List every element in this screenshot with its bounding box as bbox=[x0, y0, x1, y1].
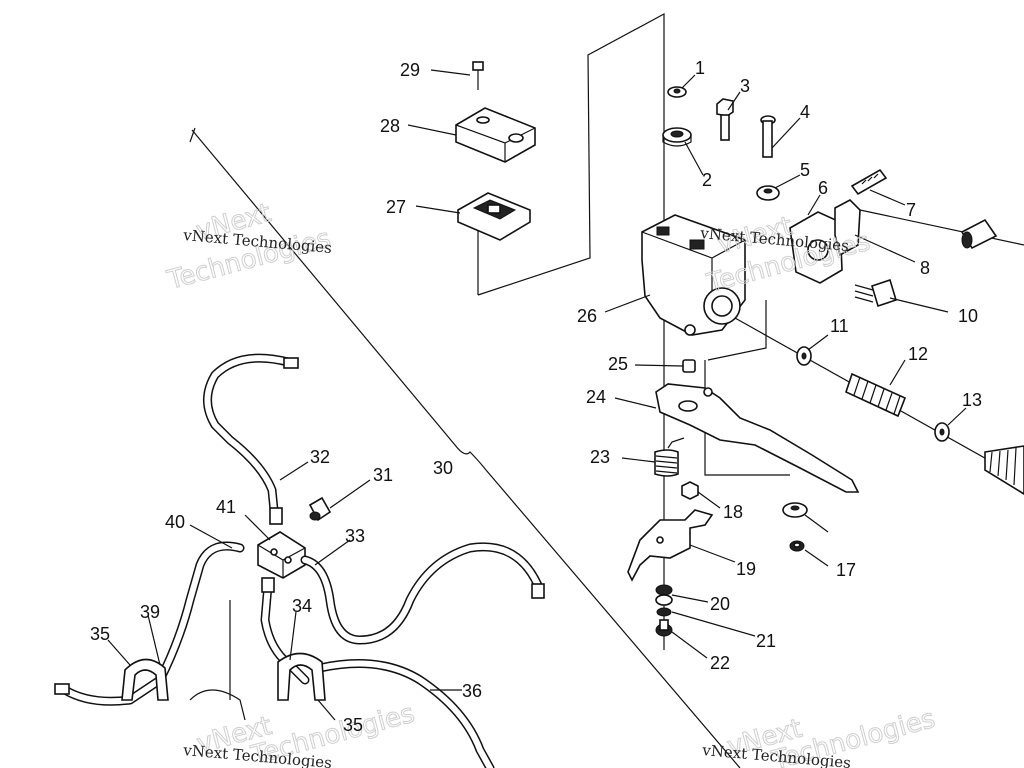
callout-24: 24 bbox=[586, 387, 606, 407]
part-10-connector bbox=[854, 278, 897, 308]
reference-line-30 bbox=[191, 129, 741, 768]
part-29-screw bbox=[472, 61, 484, 90]
part-19-bracket-plate bbox=[627, 509, 714, 582]
callout-2: 2 bbox=[702, 170, 712, 190]
reference-line-30-tick bbox=[189, 127, 196, 143]
callout-12: 12 bbox=[908, 344, 928, 364]
cable-end-fitting bbox=[960, 218, 998, 250]
callout-1: 1 bbox=[695, 58, 705, 78]
part-23-spring bbox=[654, 437, 685, 477]
part-26-master-cylinder bbox=[641, 214, 746, 336]
callout-30: 30 bbox=[433, 458, 453, 478]
leader-lines bbox=[107, 69, 967, 721]
part-39-caliper-edge bbox=[189, 689, 246, 721]
part-12-boot bbox=[845, 372, 907, 418]
part-36-hose bbox=[315, 659, 495, 768]
cable-spring bbox=[984, 445, 1024, 495]
callout-29: 29 bbox=[400, 60, 420, 80]
part-40-hose bbox=[54, 541, 245, 706]
callout-3: 3 bbox=[740, 76, 750, 96]
callout-27: 27 bbox=[386, 197, 406, 217]
callout-13: 13 bbox=[962, 390, 982, 410]
callout-6: 6 bbox=[818, 178, 828, 198]
callout-35-right: 35 bbox=[343, 715, 363, 735]
callout-8: 8 bbox=[920, 258, 930, 278]
callout-22: 22 bbox=[710, 653, 730, 673]
callout-36: 36 bbox=[462, 681, 482, 701]
callout-17: 17 bbox=[836, 560, 856, 580]
callout-26: 26 bbox=[577, 306, 597, 326]
part-33-hose bbox=[300, 542, 545, 645]
part-32-hose bbox=[203, 353, 299, 525]
part-35-clamp-left bbox=[121, 658, 169, 701]
alignment-line-reservoir bbox=[477, 12, 665, 296]
part-27-diaphragm bbox=[457, 192, 531, 241]
part-22-bolt bbox=[655, 619, 673, 637]
callout-18: 18 bbox=[723, 502, 743, 522]
callout-34: 34 bbox=[292, 596, 312, 616]
callout-39: 39 bbox=[140, 602, 160, 622]
callout-labels: 1 2 3 4 5 6 7 8 10 11 12 13 17 18 19 20 … bbox=[90, 58, 982, 735]
callout-5-top: 5 bbox=[800, 160, 810, 180]
callout-23: 23 bbox=[590, 447, 610, 467]
callout-33: 33 bbox=[345, 526, 365, 546]
callout-28: 28 bbox=[380, 116, 400, 136]
callout-41: 41 bbox=[216, 497, 236, 517]
part-1-washer bbox=[667, 86, 687, 98]
part-11-washer bbox=[796, 346, 812, 366]
part-5-washer-bottom bbox=[782, 502, 808, 518]
part-5-washer-top bbox=[756, 185, 780, 201]
callout-40: 40 bbox=[165, 512, 185, 532]
part-13-washer bbox=[934, 422, 950, 442]
callout-35-left: 35 bbox=[90, 624, 110, 644]
part-21-washer bbox=[656, 607, 672, 617]
part-20-spacer bbox=[655, 584, 673, 606]
part-35-clamp-right bbox=[277, 652, 326, 701]
callout-7: 7 bbox=[906, 200, 916, 220]
part-31-fitting bbox=[308, 496, 332, 522]
part-4-pin bbox=[760, 115, 776, 158]
callout-20: 20 bbox=[710, 594, 730, 614]
part-25-bushing bbox=[682, 359, 696, 373]
part-7-screw bbox=[850, 168, 888, 196]
part-18-nut bbox=[681, 481, 699, 500]
callout-25: 25 bbox=[608, 354, 628, 374]
callout-10: 10 bbox=[958, 306, 978, 326]
part-6-switch-housing bbox=[789, 211, 843, 284]
callout-31: 31 bbox=[373, 465, 393, 485]
callout-32: 32 bbox=[310, 447, 330, 467]
callout-4: 4 bbox=[800, 102, 810, 122]
part-24-brake-lever bbox=[655, 383, 860, 493]
callout-21: 21 bbox=[756, 631, 776, 651]
callout-19: 19 bbox=[736, 559, 756, 579]
part-41-junction-block bbox=[257, 531, 306, 579]
part-28-reservoir-cover bbox=[455, 107, 536, 163]
part-17-clip bbox=[789, 540, 805, 552]
part-8-bracket bbox=[834, 199, 1024, 257]
part-2-seal bbox=[662, 127, 692, 147]
callout-11: 11 bbox=[830, 316, 849, 336]
part-3-bolt bbox=[716, 98, 734, 141]
